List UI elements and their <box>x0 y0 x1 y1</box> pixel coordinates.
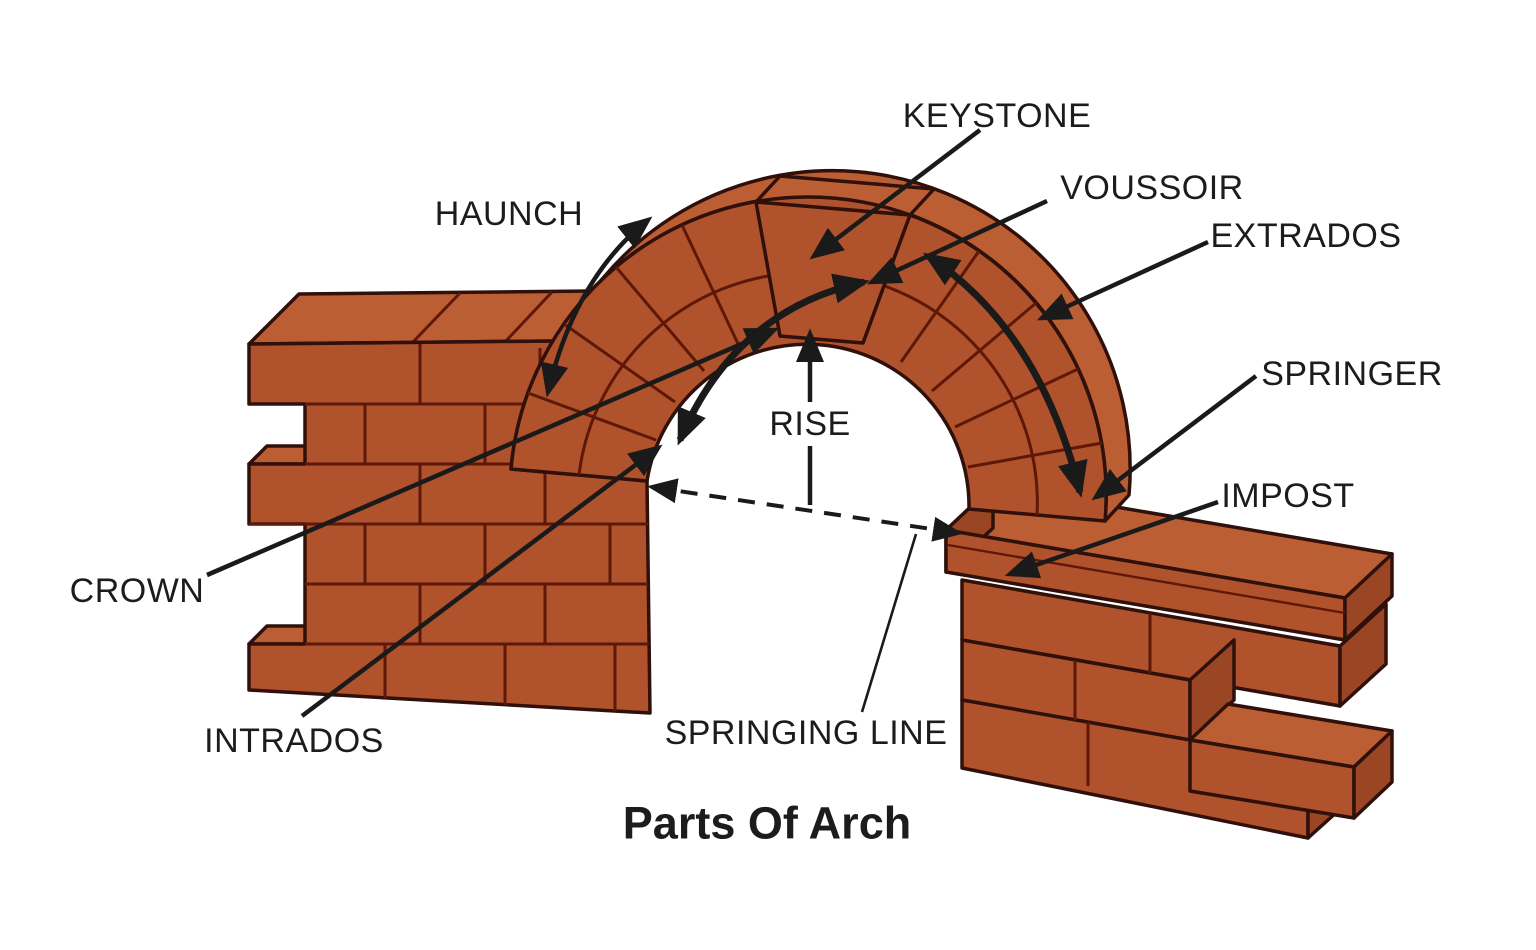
springing-line-label: SPRINGING LINE <box>664 714 948 752</box>
crown-label: CROWN <box>69 572 205 610</box>
springer-leader <box>1091 374 1258 501</box>
diagram-title: Parts Of Arch <box>622 797 912 849</box>
wall-course-joints <box>249 402 649 646</box>
right-pier <box>944 484 1394 840</box>
intrados-label: INTRADOS <box>204 722 384 760</box>
rise-label: RISE <box>769 405 851 443</box>
label-leader-lines <box>206 128 1258 718</box>
impost-leader <box>1004 499 1219 579</box>
voussoir-arc-arrow-right <box>922 252 1088 498</box>
keystone-leader <box>809 128 982 260</box>
pier-course-right-end <box>1188 638 1236 742</box>
voussoir-leader <box>866 198 1048 285</box>
impost-right-end <box>1343 552 1394 642</box>
voussoir-label: VOUSSOIR <box>1060 169 1244 207</box>
springing-line-group <box>647 478 963 713</box>
keystone-label: KEYSTONE <box>902 97 1092 135</box>
impost-label: IMPOST <box>1221 477 1355 515</box>
springing-line-leader <box>860 533 918 713</box>
springing-dashed-line <box>647 478 963 542</box>
extrados-label: EXTRADOS <box>1210 217 1402 255</box>
left-wall <box>247 289 652 715</box>
arch-ring <box>509 168 1132 523</box>
haunch-label: HAUNCH <box>434 195 584 233</box>
haunch-curve-arrow <box>540 216 653 398</box>
pier-slab-right-end <box>1338 602 1388 708</box>
springer-label: SPRINGER <box>1261 355 1443 393</box>
intrados-leader <box>300 444 663 718</box>
pier-joints <box>1073 613 1152 786</box>
crown-leader <box>206 327 780 578</box>
extrados-leader <box>1036 239 1209 321</box>
pier-brick-right-end <box>1352 729 1394 820</box>
